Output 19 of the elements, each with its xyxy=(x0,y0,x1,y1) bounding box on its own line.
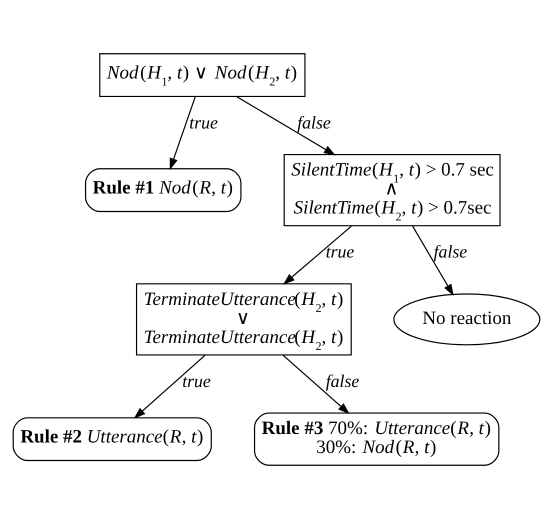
node-box: Rule #3 70%: Utterance(R, t) 30%: Nod(R, t) xyxy=(254,412,500,466)
arrow xyxy=(236,96,336,156)
node-box: Rule #2 Utterance(R, t) xyxy=(12,417,212,462)
edge-label: false xyxy=(434,242,468,262)
arrow xyxy=(282,226,352,285)
node-ellipse: No reaction xyxy=(393,293,540,346)
arrow xyxy=(412,226,454,296)
edge-label: true xyxy=(182,370,211,391)
edge-label: false xyxy=(326,370,360,391)
arrow xyxy=(134,354,206,419)
node-box: SilentTime(H$_{1}$, t) > 0.7 sec ∧ SilentTime(H$_{2}$, t) > 0.7sec xyxy=(284,154,501,226)
arrow xyxy=(170,96,196,170)
node-box: Rule #1 Nod(R, t) xyxy=(84,168,242,212)
edge-label: false xyxy=(297,112,331,132)
edge-label: true xyxy=(326,242,354,262)
node-box: TerminateUtterance(H$_{2}$, t) ∨ TerminateUtterance(H$_{2}$, t) xyxy=(136,283,352,356)
edge-label: true xyxy=(189,112,218,132)
node-box: Nod(H$_{1}$, t) ∨ Nod(H$_{2}$, t) xyxy=(99,53,306,98)
arrow xyxy=(282,354,350,414)
